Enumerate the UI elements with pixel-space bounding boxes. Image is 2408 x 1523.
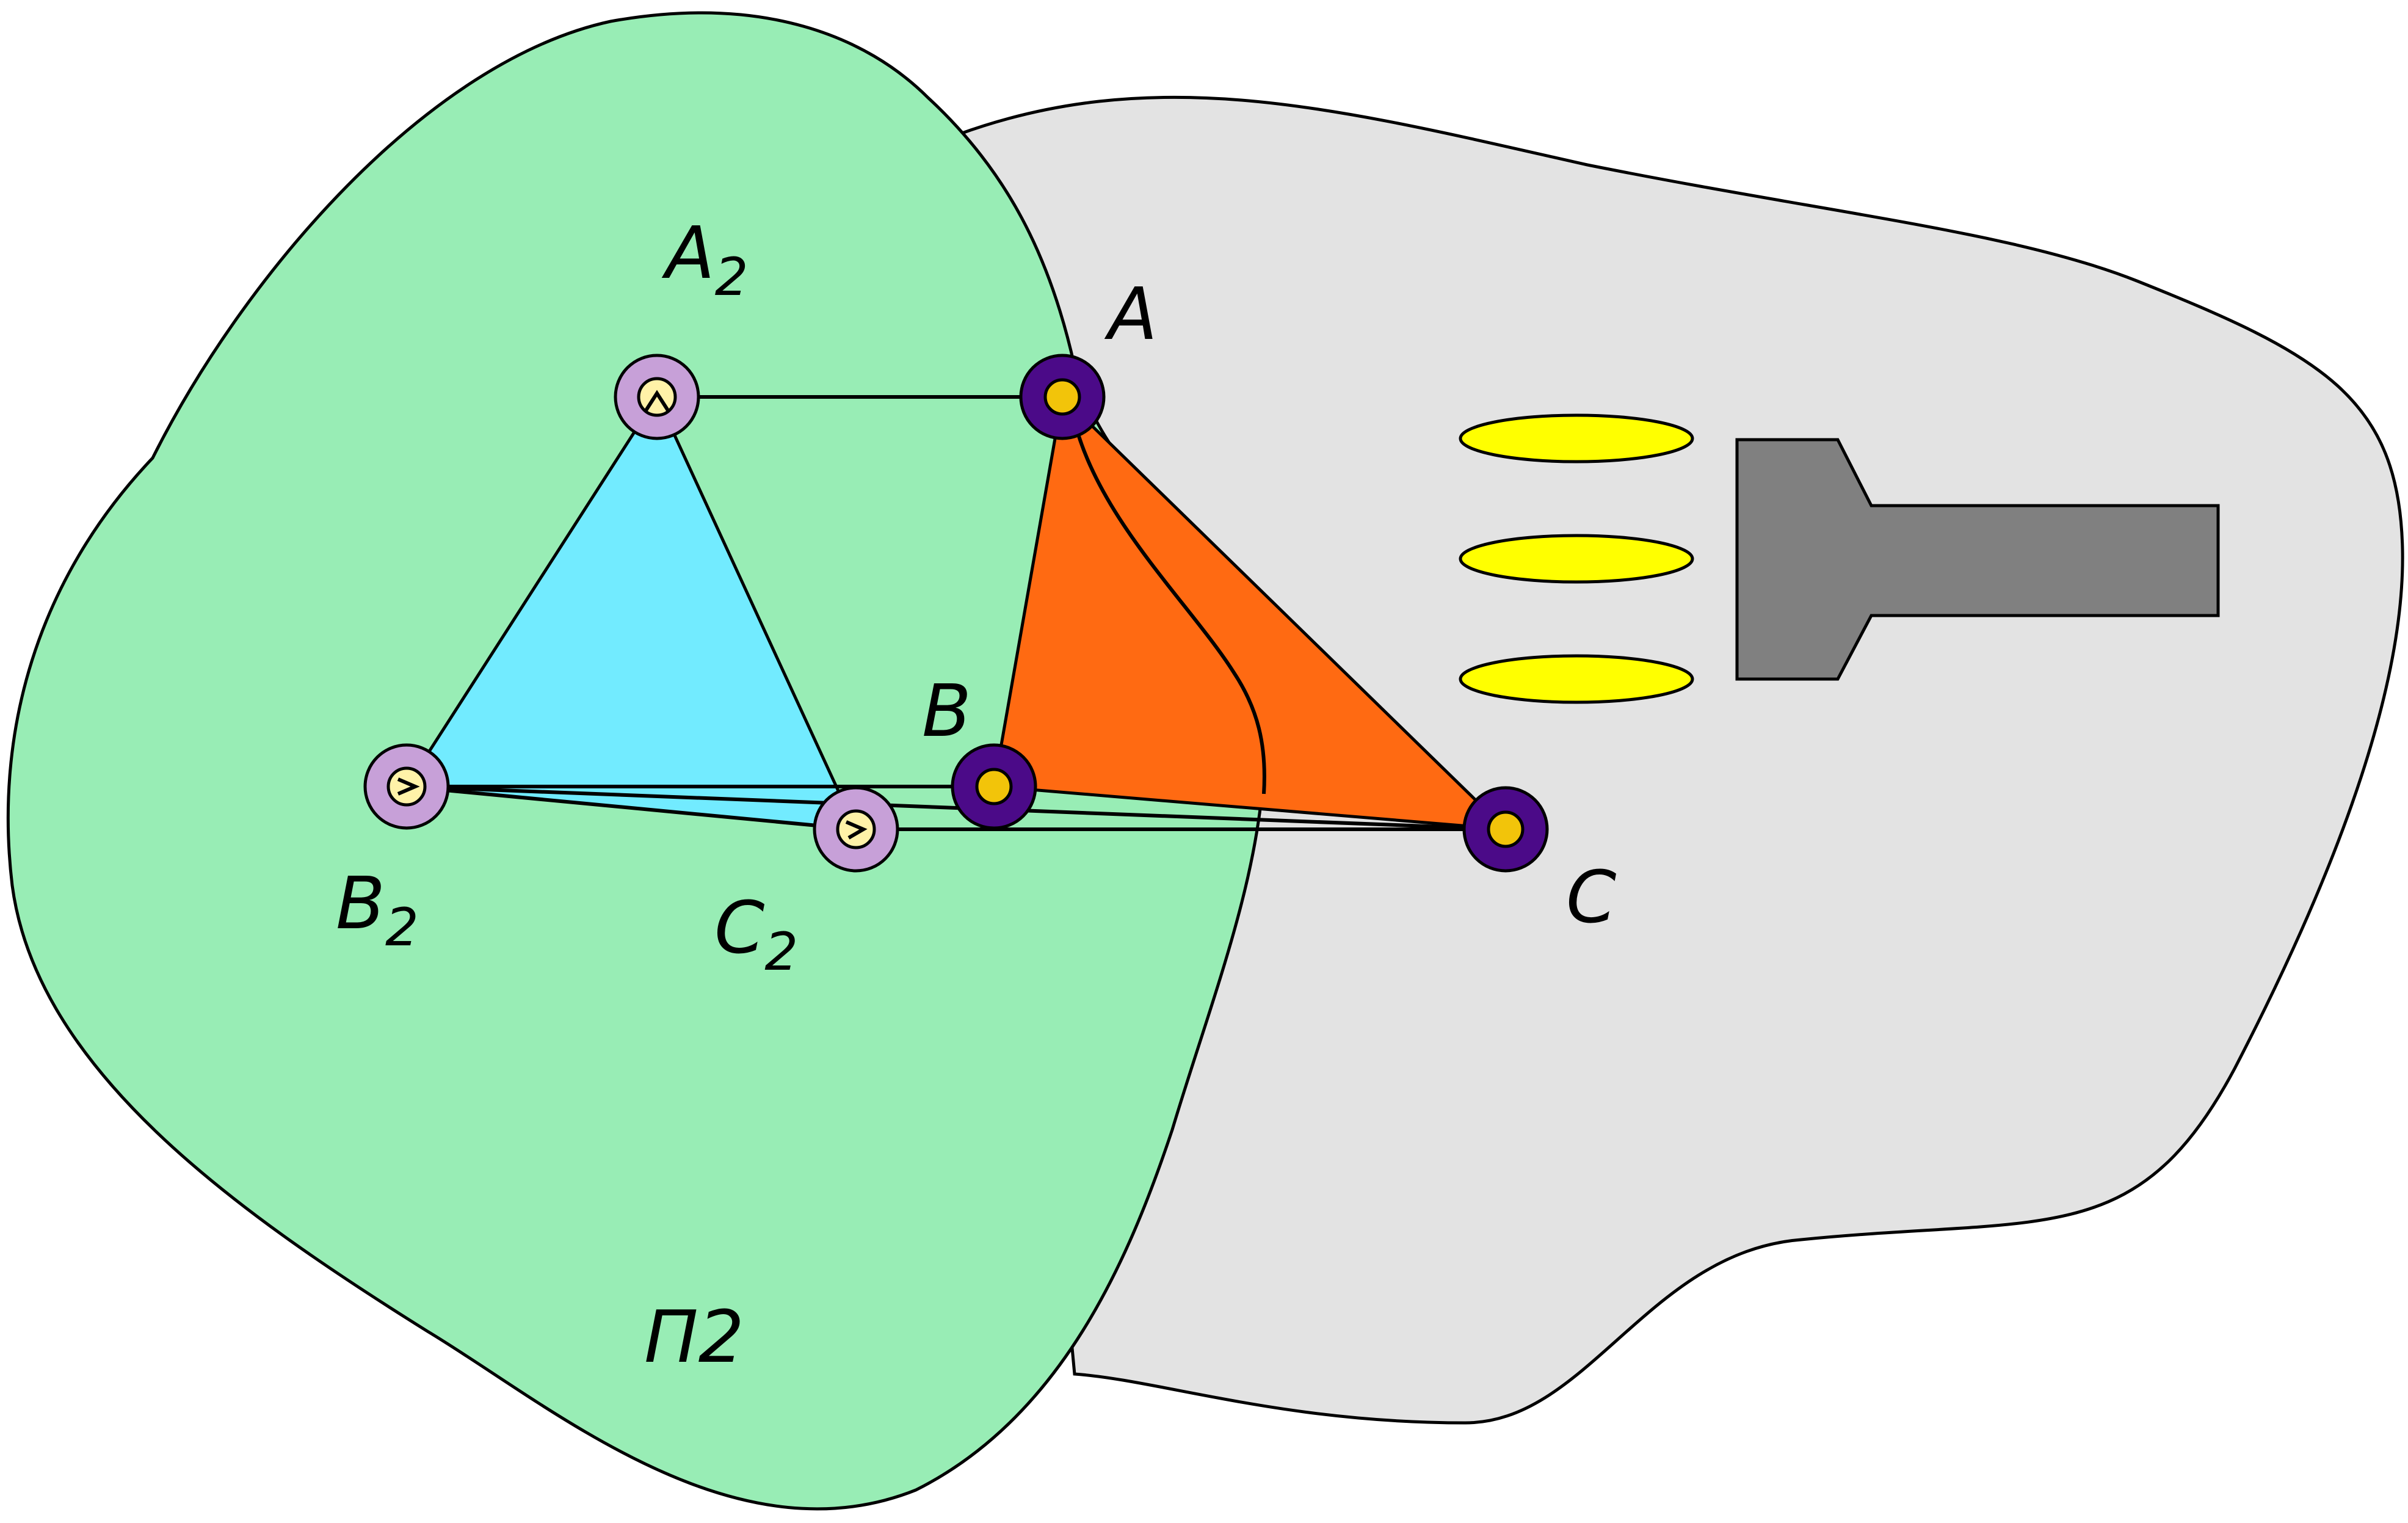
point-c2 <box>813 786 899 873</box>
light-ray-middle <box>1459 534 1694 584</box>
background-plane <box>957 95 2404 1425</box>
light-ray-bottom <box>1459 654 1694 704</box>
point-b <box>951 743 1037 830</box>
plane-label: П2 <box>644 1295 744 1379</box>
vertex-mark-a2 <box>644 390 670 412</box>
label-a2: A2 <box>661 211 748 308</box>
vertex-mark-b2 <box>397 777 420 796</box>
point-a2 <box>614 354 700 440</box>
light-ray-icon <box>1459 413 1694 704</box>
label-b2: B2 <box>336 861 419 958</box>
object-triangle <box>992 393 1510 832</box>
label-c: C <box>1566 855 1616 939</box>
edge-b2-c2 <box>406 785 857 831</box>
light-ray-top <box>1459 413 1694 463</box>
triangle-inner-curve <box>1073 421 1266 794</box>
point-a <box>1019 354 1106 440</box>
point-c <box>1462 786 1549 873</box>
edge-b2-c <box>406 785 1506 831</box>
point-b2 <box>363 743 450 830</box>
projector-icon <box>1735 438 2220 681</box>
label-b: B <box>922 669 971 753</box>
vertex-mark-c2 <box>845 820 868 840</box>
label-c2: C2 <box>714 885 798 983</box>
label-a: A <box>1104 272 1158 356</box>
